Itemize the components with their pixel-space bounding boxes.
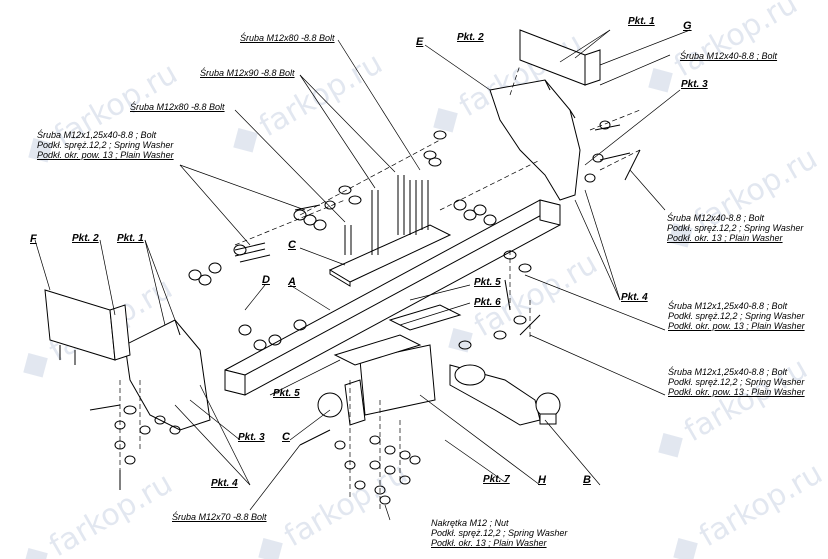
point-label: Pkt. 2 xyxy=(72,233,99,244)
callout-bolt-m12x90: Śruba M12x90 -8.8 Bolt xyxy=(200,68,295,78)
point-label: Pkt. 3 xyxy=(238,432,265,443)
callout-bolt-m12x80-left: Śruba M12x80 -8.8 Bolt xyxy=(130,102,225,112)
point-label: Pkt. 1 xyxy=(628,16,655,27)
part-letter-c: C xyxy=(282,431,290,443)
part-letter-g: G xyxy=(683,20,692,32)
callout-right-group-1: Śruba M12x40-8.8 ; Bolt Podkł. spręż.12,… xyxy=(667,213,804,243)
crossbar-a xyxy=(224,199,561,396)
point-label: Pkt. 2 xyxy=(457,32,484,43)
part-letter-f: F xyxy=(30,233,37,245)
bolts-horizontal xyxy=(89,124,641,490)
ball-mount-b xyxy=(449,364,561,426)
part-letter-h: H xyxy=(538,474,546,486)
callout-bolt-m12x80: Śruba M12x80 -8.8 Bolt xyxy=(240,33,335,43)
bracket-d xyxy=(124,319,211,431)
plate-pkt5 xyxy=(333,334,422,366)
point-label: Pkt. 5 xyxy=(474,277,501,288)
part-letter-c: C xyxy=(288,239,296,251)
plate-f xyxy=(44,289,131,365)
point-label: Pkt. 3 xyxy=(681,79,708,90)
assembly-lines xyxy=(119,64,641,510)
point-label: Pkt. 1 xyxy=(117,233,144,244)
part-letter-a: A xyxy=(288,276,296,288)
point-label: Pkt. 4 xyxy=(211,478,238,489)
callout-left-group: Śruba M12x1,25x40-8.8 ; Bolt Podkł. sprę… xyxy=(37,130,174,160)
plate-g xyxy=(519,29,601,86)
callout-right-group-3: Śruba M12x1,25x40-8.8 ; Bolt Podkł. sprę… xyxy=(668,367,805,397)
point-label: Pkt. 7 xyxy=(483,474,510,485)
bracket-e xyxy=(489,79,581,201)
leader-lines xyxy=(34,29,691,521)
washers xyxy=(114,120,611,505)
point-label: Pkt. 4 xyxy=(621,292,648,303)
callout-nut-group: Nakrętka M12 ; Nut Podkł. spręż.12,2 ; S… xyxy=(431,518,568,548)
part-letter-b: B xyxy=(583,474,591,486)
bolts-m12x90 xyxy=(344,175,429,255)
callout-right-group-2: Śruba M12x1,25x40-8.8 ; Bolt Podkł. sprę… xyxy=(668,301,805,331)
part-letter-d: D xyxy=(262,274,270,286)
part-letter-e: E xyxy=(416,36,424,48)
callout-bolt-m12x40-top: Śruba M12x40-8.8 ; Bolt xyxy=(680,51,778,61)
point-label: Pkt. 5 xyxy=(273,388,300,399)
plate-c xyxy=(328,224,452,287)
callout-bolt-m12x70: Śruba M12x70 -8.8 Bolt xyxy=(172,512,267,522)
point-label: Pkt. 6 xyxy=(474,297,501,308)
